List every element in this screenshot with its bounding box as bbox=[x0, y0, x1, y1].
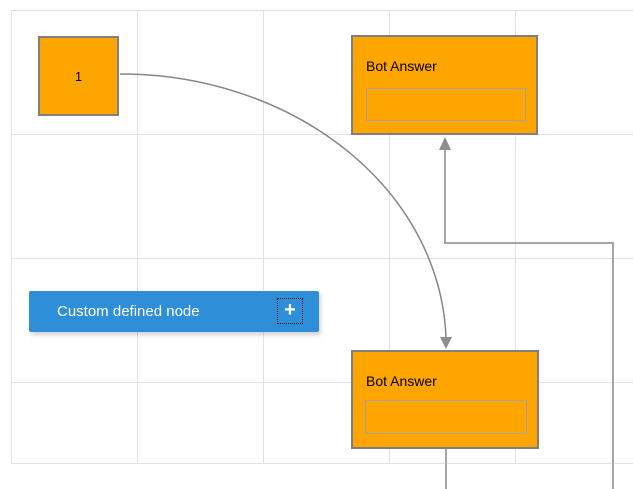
add-port-button[interactable]: + bbox=[277, 298, 303, 324]
number-node-label: 1 bbox=[74, 68, 83, 84]
bot-answer-node-top[interactable]: Bot Answer bbox=[351, 35, 538, 135]
orthogonal-connector[interactable] bbox=[444, 150, 614, 489]
curved-connector-arrowhead-down bbox=[440, 337, 452, 349]
bot-answer-top-field[interactable] bbox=[366, 88, 526, 121]
bot-answer-top-title: Bot Answer bbox=[366, 58, 437, 74]
custom-defined-node[interactable]: Custom defined node + bbox=[29, 291, 319, 332]
custom-defined-node-label: Custom defined node bbox=[57, 303, 200, 320]
number-node[interactable]: 1 bbox=[38, 36, 119, 116]
plus-icon: + bbox=[284, 299, 296, 321]
bot-answer-node-bottom[interactable]: Bot Answer bbox=[351, 350, 539, 449]
bot-answer-bottom-field[interactable] bbox=[365, 400, 527, 434]
bot-answer-bottom-title: Bot Answer bbox=[366, 373, 437, 389]
orthogonal-connector-arrowhead-up bbox=[439, 137, 451, 150]
curved-connector[interactable] bbox=[119, 73, 447, 339]
